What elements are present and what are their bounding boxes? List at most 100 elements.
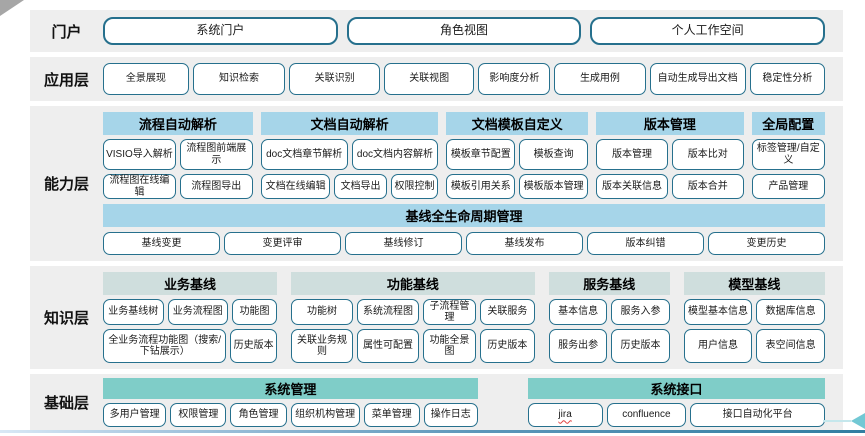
group-function-baseline: 功能基线 功能树系统流程图子流程管理关联服务 关联业务规则属性可配置功能全景图历… xyxy=(290,272,535,363)
module-box: 关联业务规则 xyxy=(290,329,353,363)
module-box: 模型基本信息 xyxy=(683,299,753,325)
group-system-management: 系统管理 多用户管理权限管理角色管理组织机构管理菜单管理操作日志 xyxy=(103,378,478,427)
group-service-baseline: 服务基线 基本信息服务入参 服务出参历史版本 xyxy=(548,272,670,363)
group-row: 模板章节配置模板查询 xyxy=(446,139,589,170)
group-header: 业务基线 xyxy=(103,272,277,295)
module-box: 全景展现 xyxy=(103,63,189,95)
group-row: 版本管理版本比对 xyxy=(596,139,744,170)
group-row: 关联业务规则属性可配置功能全景图历史版本 xyxy=(290,329,535,363)
layer-band-knowledge: 知识层 业务基线 业务基线树业务流程图功能图 全业务流程功能图（搜索/下钻展示）… xyxy=(30,266,843,369)
module-box: VISIO导入解析 xyxy=(103,139,176,170)
group-header: 系统接口 xyxy=(527,378,825,399)
module-box: 子流程管理 xyxy=(423,299,476,325)
group-row: 标签管理/自定义 xyxy=(751,139,826,170)
module-box: 业务基线树 xyxy=(103,299,164,325)
module-box: 标签管理/自定义 xyxy=(751,139,826,170)
module-box: 历史版本 xyxy=(611,329,670,363)
group-row: 功能树系统流程图子流程管理关联服务 xyxy=(290,299,535,325)
module-box: 菜单管理 xyxy=(363,403,420,427)
module-box: 多用户管理 xyxy=(103,403,167,427)
module-box: 基线变更 xyxy=(103,232,220,255)
layer-band-portal: 门户 系统门户角色视图个人工作空间 xyxy=(30,10,843,52)
baseline-row: 基线变更变更评审基线修订基线发布版本纠错变更历史 xyxy=(103,232,825,255)
layer-band-application: 应用层 全景展现知识检索关联识别关联视图影响度分析生成用例自动生成导出文档稳定性… xyxy=(30,57,843,101)
module-box: 自动生成导出文档 xyxy=(649,63,746,95)
module-box: 历史版本 xyxy=(230,329,277,363)
group-version-management: 版本管理 版本管理版本比对 版本关联信息版本合并 xyxy=(596,112,744,199)
module-box: 版本纠错 xyxy=(587,232,704,255)
module-box: 服务出参 xyxy=(548,329,608,363)
module-box: jira xyxy=(527,403,603,427)
layer-bands: 门户 系统门户角色视图个人工作空间 应用层 全景展现知识检索关联识别关联视图影响… xyxy=(30,10,843,436)
module-box: 基本信息 xyxy=(548,299,608,325)
module-box: 表空间信息 xyxy=(756,329,825,363)
module-box: 基线发布 xyxy=(466,232,583,255)
group-row: 文档在线编辑文档导出权限控制 xyxy=(260,174,439,199)
layer-label-capability: 能力层 xyxy=(43,176,89,193)
bottom-border-line xyxy=(0,430,865,433)
module-box: 系统门户 xyxy=(103,17,338,45)
group-header: 文档模板自定义 xyxy=(446,112,589,135)
module-box: 变更评审 xyxy=(224,232,341,255)
module-box: 文档导出 xyxy=(334,174,387,199)
application-row: 全景展现知识检索关联识别关联视图影响度分析生成用例自动生成导出文档稳定性分析 xyxy=(103,63,825,95)
group-header: 系统管理 xyxy=(103,378,478,399)
module-box: 生成用例 xyxy=(554,63,646,95)
layer-label-application: 应用层 xyxy=(43,71,89,89)
module-box: 文档在线编辑 xyxy=(260,174,331,199)
module-box: 版本比对 xyxy=(671,139,744,170)
module-box: doc文档内容解析 xyxy=(351,139,439,170)
module-box: 模板版本管理 xyxy=(519,174,589,199)
group-row: 基本信息服务入参 xyxy=(548,299,670,325)
module-box: 变更历史 xyxy=(708,232,825,255)
module-box: 数据库信息 xyxy=(756,299,825,325)
layer-label-knowledge: 知识层 xyxy=(43,310,89,327)
capability-groups: 流程自动解析 VISIO导入解析流程图前端展示 流程图在线编辑流程图导出 文档自… xyxy=(103,112,826,199)
module-box: 个人工作空间 xyxy=(590,17,826,45)
group-global-config: 全局配置 标签管理/自定义 产品管理 xyxy=(751,112,826,199)
module-box: 基线修订 xyxy=(345,232,462,255)
group-row: 版本关联信息版本合并 xyxy=(596,174,744,199)
group-row: 多用户管理权限管理角色管理组织机构管理菜单管理操作日志 xyxy=(103,403,478,427)
module-box: 版本关联信息 xyxy=(596,174,668,199)
module-box: 组织机构管理 xyxy=(290,403,360,427)
group-business-baseline: 业务基线 业务基线树业务流程图功能图 全业务流程功能图（搜索/下钻展示）历史版本 xyxy=(103,272,277,363)
layer-label-foundation: 基础层 xyxy=(43,395,89,412)
bottom-arrow-icon xyxy=(851,413,865,429)
module-box: 接口自动化平台 xyxy=(690,403,825,427)
module-box: 版本合并 xyxy=(671,174,744,199)
group-row: 产品管理 xyxy=(751,174,826,199)
module-box: 关联服务 xyxy=(479,299,535,325)
module-box: 版本管理 xyxy=(596,139,668,170)
module-box: 权限管理 xyxy=(170,403,227,427)
group-row: 服务出参历史版本 xyxy=(548,329,670,363)
group-header: 文档自动解析 xyxy=(260,112,439,135)
module-box: 属性可配置 xyxy=(357,329,420,363)
group-header-baseline-lifecycle: 基线全生命周期管理 xyxy=(103,204,825,227)
module-box: 服务入参 xyxy=(611,299,670,325)
module-box: 稳定性分析 xyxy=(749,63,825,95)
group-row: 用户信息表空间信息 xyxy=(683,329,825,363)
module-box: 功能树 xyxy=(290,299,353,325)
group-row: 业务基线树业务流程图功能图 xyxy=(103,299,277,325)
module-box: 关联识别 xyxy=(289,63,380,95)
layer-label-portal: 门户 xyxy=(51,23,82,41)
module-box: 用户信息 xyxy=(683,329,753,363)
group-row: VISIO导入解析流程图前端展示 xyxy=(103,139,253,170)
module-box: 系统流程图 xyxy=(357,299,420,325)
knowledge-groups: 业务基线 业务基线树业务流程图功能图 全业务流程功能图（搜索/下钻展示）历史版本… xyxy=(103,272,825,363)
group-header: 版本管理 xyxy=(596,112,744,135)
foundation-groups: 系统管理 多用户管理权限管理角色管理组织机构管理菜单管理操作日志 系统接口 ji… xyxy=(103,378,825,427)
module-box: 角色视图 xyxy=(346,17,582,45)
module-box: 流程图前端展示 xyxy=(179,139,253,170)
module-box: 业务流程图 xyxy=(167,299,228,325)
group-row: 模型基本信息数据库信息 xyxy=(683,299,825,325)
group-doc-template-custom: 文档模板自定义 模板章节配置模板查询 模板引用关系模板版本管理 xyxy=(446,112,589,199)
group-header: 全局配置 xyxy=(751,112,826,135)
module-box: doc文档章节解析 xyxy=(260,139,348,170)
module-box: 权限控制 xyxy=(390,174,439,199)
